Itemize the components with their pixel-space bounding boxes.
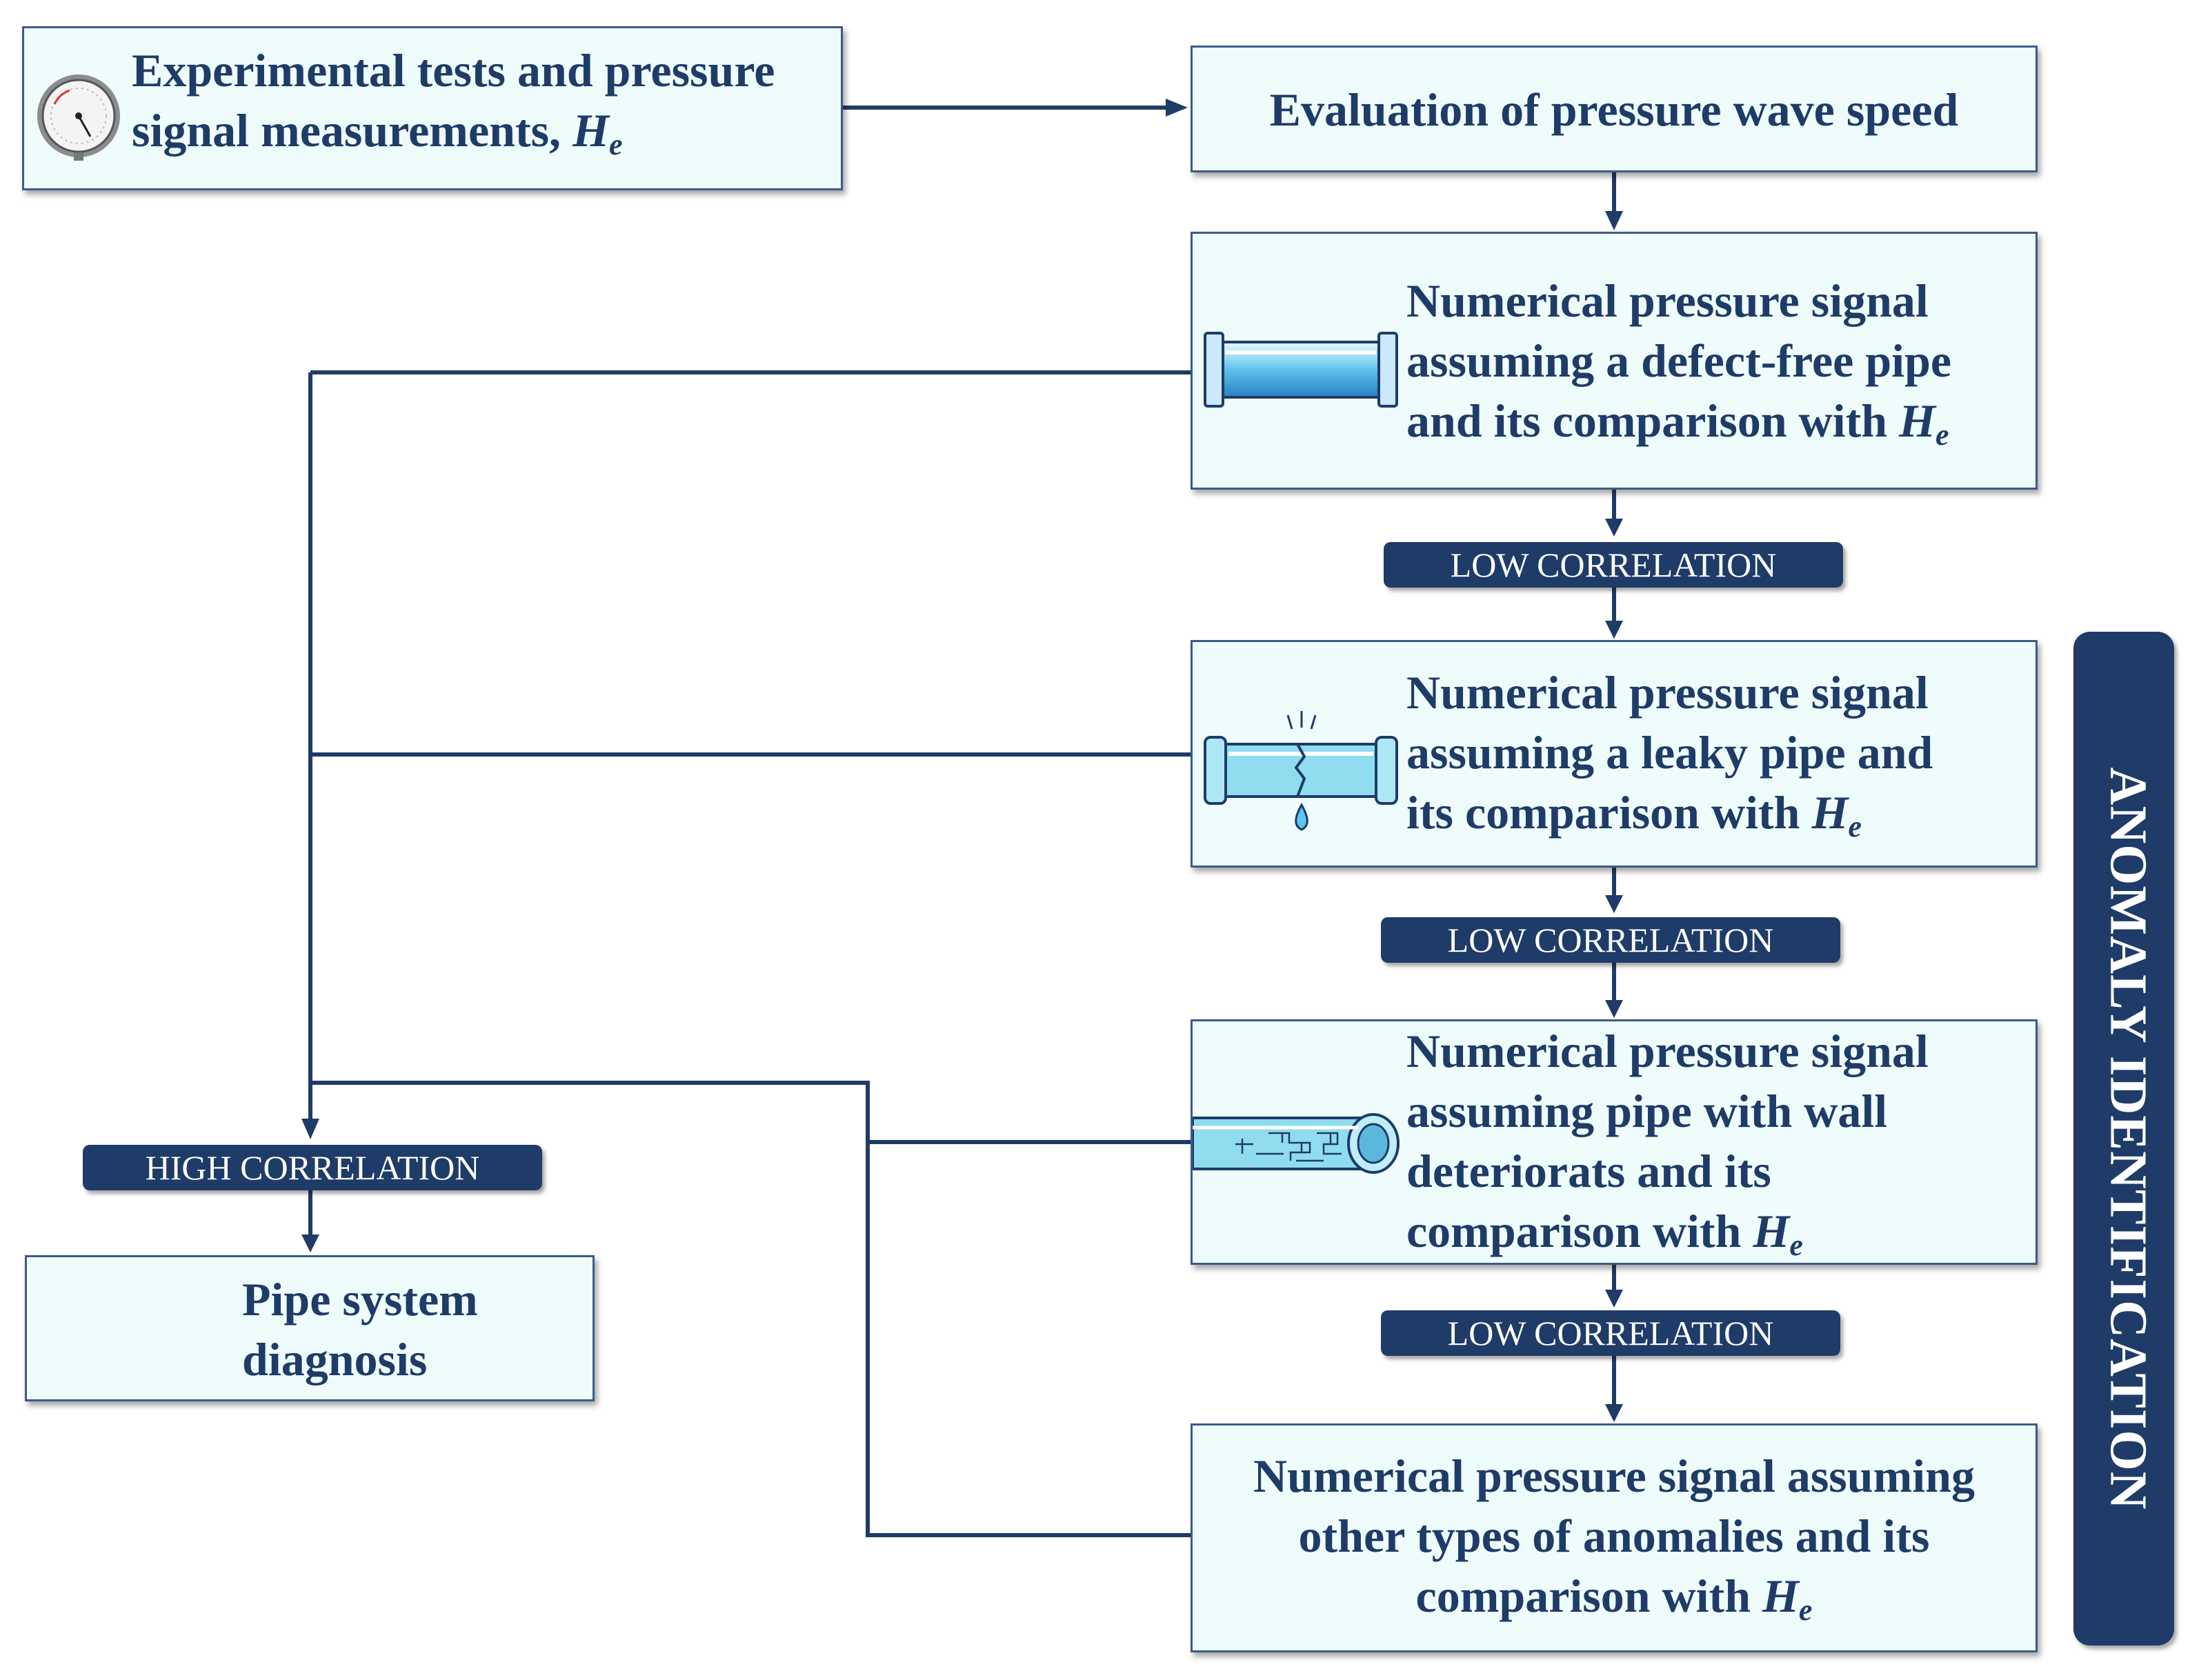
he-subscript: e: [1798, 1593, 1813, 1627]
low-correlation-badge-2: LOW CORRELATION: [1381, 917, 1840, 963]
defect-free-line3: and its comparison with: [1406, 394, 1900, 447]
diagnosis-line1: Pipe system: [242, 1273, 478, 1326]
wall-line4: comparison with: [1406, 1205, 1753, 1257]
anomaly-identification-bar: ANOMALY IDENTIFICATION: [2073, 632, 2174, 1646]
pipe-icon: [1204, 332, 1398, 408]
leaky-line3: its comparison with: [1406, 786, 1812, 839]
defect-free-box: Numerical pressure signal assuming a def…: [1191, 232, 2038, 490]
leaky-line1: Numerical pressure signal: [1406, 666, 1929, 719]
low-correlation-badge-1: LOW CORRELATION: [1384, 542, 1843, 588]
high-correlation-badge: HIGH CORRELATION: [83, 1145, 542, 1190]
pressure-gauge-icon: [37, 74, 120, 161]
he-symbol: H: [573, 104, 609, 157]
diagnosis-line2: diagnosis: [242, 1333, 428, 1386]
other-line1: Numerical pressure signal assuming: [1253, 1450, 1975, 1502]
he-subscript: e: [1789, 1228, 1803, 1262]
leaky-pipe-icon: [1204, 711, 1398, 831]
wave-speed-text: Evaluation of pressure wave speed: [1269, 83, 1959, 136]
experimental-line2: signal measurements,: [132, 104, 573, 157]
he-symbol: H: [1762, 1570, 1799, 1622]
other-anomalies-box: Numerical pressure signal assuming other…: [1191, 1423, 2038, 1652]
line-other-to-trunk: [310, 1081, 1192, 1537]
other-line3: comparison with: [1415, 1570, 1763, 1622]
he-symbol: H: [1899, 394, 1936, 447]
wall-line1: Numerical pressure signal: [1406, 1025, 1929, 1077]
low-correlation-badge-3: LOW CORRELATION: [1381, 1310, 1840, 1356]
he-symbol: H: [1753, 1205, 1790, 1257]
he-subscript: e: [1935, 418, 1949, 452]
wall-deterioration-box: Numerical pressure signal assuming pipe …: [1191, 1019, 2038, 1265]
he-subscript: e: [608, 128, 623, 161]
leaky-pipe-box: Numerical pressure signal assuming a lea…: [1191, 640, 2038, 868]
wall-line3: deteriorats and its: [1406, 1145, 1771, 1197]
leaky-line2: assuming a leaky pipe and: [1406, 726, 1933, 779]
defect-free-line1: Numerical pressure signal: [1406, 274, 1929, 327]
other-line2: other types of anomalies and its: [1298, 1510, 1930, 1562]
experimental-line1: Experimental tests and pressure: [132, 44, 775, 97]
he-subscript: e: [1848, 810, 1862, 843]
pipe-system-diagnosis-box: Pipe system diagnosis: [25, 1255, 595, 1401]
experimental-tests-box: Experimental tests and pressure signal m…: [22, 26, 843, 190]
defect-free-line2: assuming a defect-free pipe: [1406, 334, 1952, 387]
wave-speed-box: Evaluation of pressure wave speed: [1191, 46, 2038, 172]
deteriorated-pipe-icon: [1193, 1113, 1400, 1174]
wall-line2: assuming pipe with wall: [1406, 1085, 1888, 1137]
he-symbol: H: [1811, 786, 1849, 839]
anomaly-identification-label: ANOMALY IDENTIFICATION: [2099, 767, 2158, 1510]
